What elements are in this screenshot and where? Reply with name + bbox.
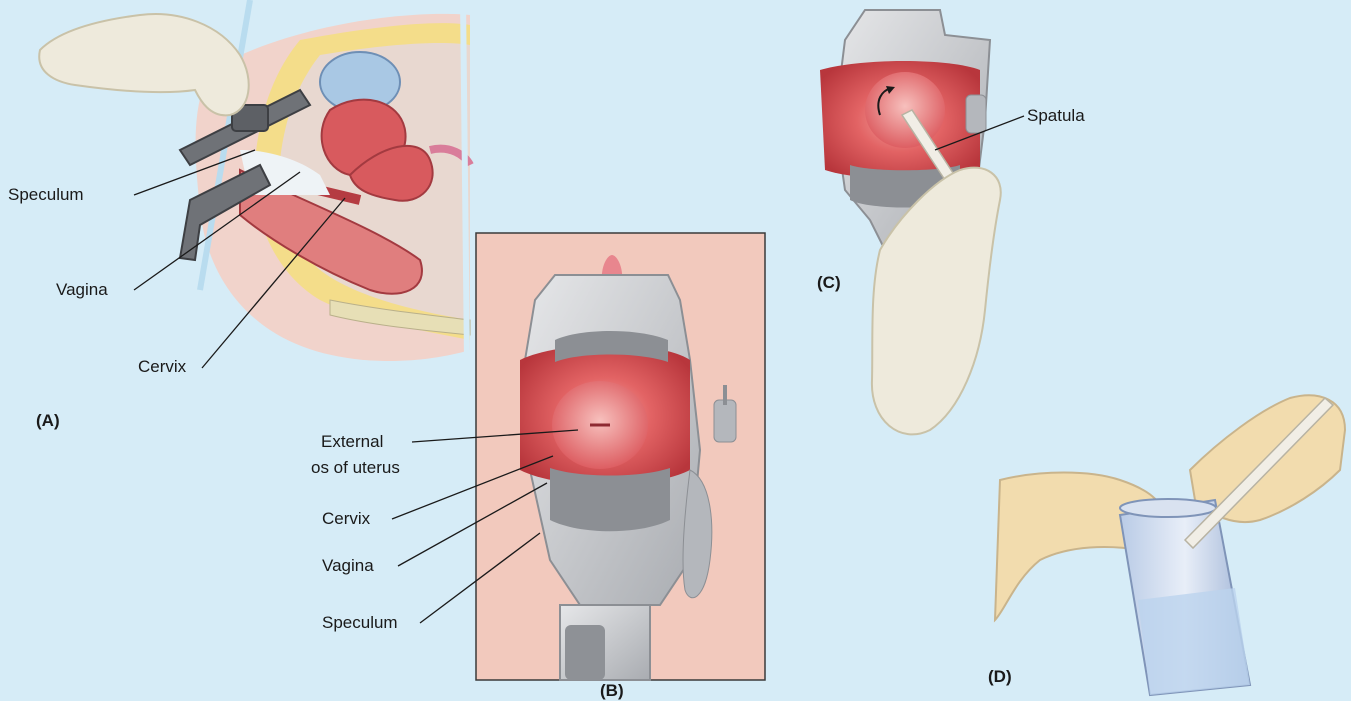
panel-c-tag: (C)	[817, 273, 841, 293]
specimen-vial-icon	[1120, 499, 1250, 695]
panel-b-tag: (B)	[600, 681, 624, 701]
label-speculum-a: Speculum	[8, 185, 84, 205]
label-external-os-line1: External	[321, 432, 383, 452]
label-cervix-b: Cervix	[322, 509, 370, 529]
label-spatula: Spatula	[1027, 106, 1085, 126]
gloved-hand-icon	[39, 14, 248, 115]
panel-b-speculum-view	[476, 233, 765, 680]
panel-a-tag: (A)	[36, 411, 60, 431]
panel-d-tag: (D)	[988, 667, 1012, 687]
label-vagina-b: Vagina	[322, 556, 374, 576]
label-external-os-line2: os of uterus	[311, 458, 400, 478]
label-cervix-a: Cervix	[138, 357, 186, 377]
label-vagina-a: Vagina	[56, 280, 108, 300]
label-speculum-b: Speculum	[322, 613, 398, 633]
